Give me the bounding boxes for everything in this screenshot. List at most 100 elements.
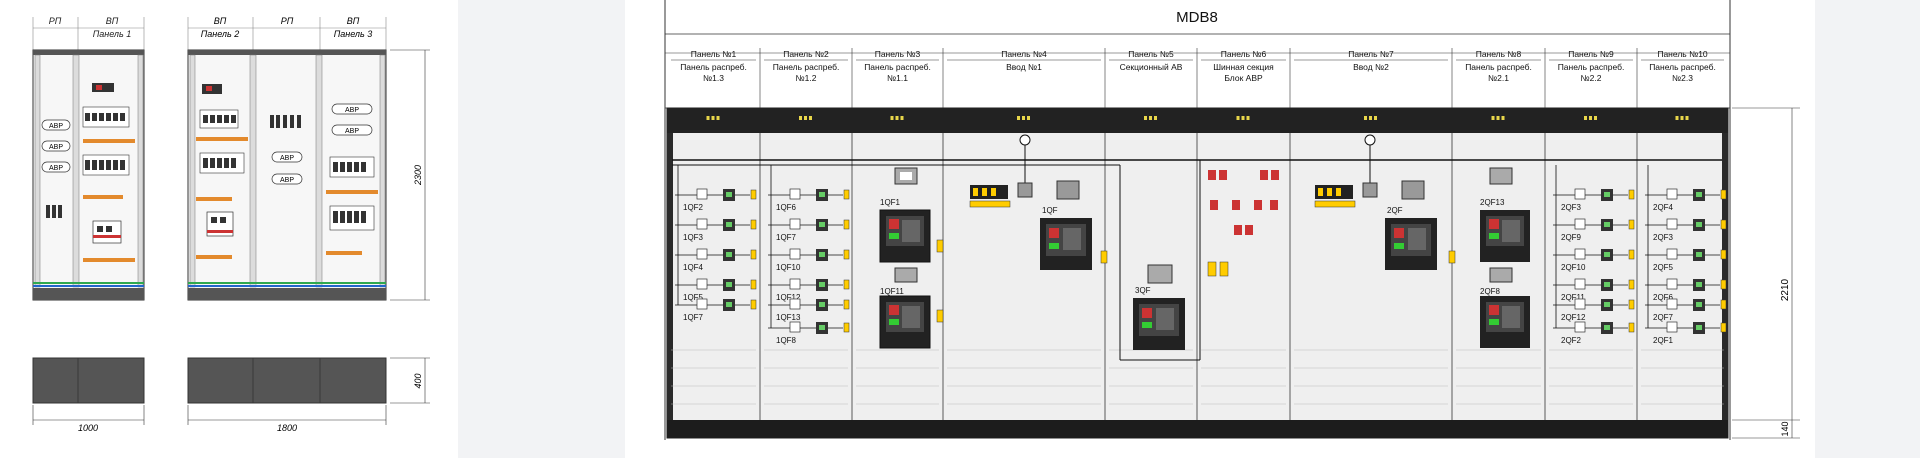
avr-block: АВР АВР	[271, 151, 303, 185]
cabinet-plinth-1	[32, 357, 145, 404]
input-breaker-2qf	[1314, 134, 1437, 270]
feeder-label: 2QF10	[1561, 263, 1586, 272]
dim-height-2300: 2300	[413, 165, 423, 186]
breaker-label-1qf: 1QF	[1042, 206, 1058, 215]
feeder-label: 1QF7	[776, 233, 797, 242]
panel-number-10: Панель №10	[1657, 49, 1708, 59]
cabinet-group-1: АВР АВР АВР	[32, 49, 145, 301]
panel-number-9: Панель №9	[1568, 49, 1614, 59]
feeder-label: 2QF3	[1653, 233, 1674, 242]
svg-text:АВР: АВР	[49, 165, 63, 172]
feeder-breaker	[768, 278, 850, 291]
breaker-1qf11	[879, 267, 931, 349]
dim-base-140: 140	[1780, 421, 1790, 436]
breaker-2qf8	[1480, 267, 1530, 348]
sectional-breaker-3qf	[1119, 160, 1201, 361]
breaker-1qf1	[879, 167, 931, 263]
feeder-breaker	[768, 188, 850, 201]
input-breaker-1qf	[969, 134, 1092, 270]
avr-block: АВР АВР АВР	[41, 119, 71, 173]
panel-indicator-9	[1584, 116, 1597, 120]
feeder-label: 2QF4	[1653, 203, 1674, 212]
feeder-label: 1QF12	[776, 293, 801, 302]
svg-text:АВР: АВР	[280, 155, 294, 162]
feeder-breaker	[1553, 278, 1635, 291]
feeder-breaker	[768, 218, 850, 231]
panel-indicator-3	[890, 116, 904, 120]
cabinet-group-2: АВР АВР АВР АВР	[187, 49, 387, 301]
panel-indicator-8	[1491, 116, 1505, 120]
label-vp-1: ВП	[106, 16, 119, 26]
panel-description-3: Панель распреб.	[864, 62, 931, 72]
panel-number-1: Панель №1	[691, 49, 737, 59]
feeder-breaker	[675, 278, 757, 291]
feeder-breaker	[768, 321, 850, 334]
feeder-breaker	[1645, 321, 1727, 334]
svg-text:АВР: АВР	[345, 128, 359, 135]
feeder-breaker	[675, 218, 757, 231]
feeder-label: 2QF6	[1653, 293, 1674, 302]
breaker-label-3qf: 3QF	[1135, 286, 1151, 295]
feeder-label: 2QF11	[1561, 293, 1585, 302]
feeder-breaker	[1553, 298, 1635, 311]
switchboard-title: MDB8	[1176, 9, 1218, 26]
svg-text:АВР: АВР	[49, 123, 63, 130]
panel-description-6: Шинная секция	[1213, 62, 1274, 72]
feeder-breaker	[675, 248, 757, 261]
panel-number-7: Панель №7	[1348, 49, 1394, 59]
feeder-label: 1QF2	[683, 203, 704, 212]
feeder-label: 2QF12	[1561, 313, 1586, 322]
panel-description-2: Панель распреб.	[773, 62, 840, 72]
label-vp-3: ВП	[347, 16, 360, 26]
panel-description-10: Панель распреб.	[1649, 62, 1716, 72]
feeder-label: 1QF10	[776, 263, 801, 272]
label-rp-1: РП	[49, 16, 62, 26]
panel-indicator-4	[1017, 116, 1030, 120]
dim-height-2210: 2210	[1780, 278, 1791, 301]
panel-indicator-5	[1144, 116, 1157, 120]
feeder-breaker	[1645, 218, 1727, 231]
feeder-label: 2QF1	[1653, 336, 1674, 345]
breaker-label-2qf8: 2QF8	[1480, 287, 1501, 296]
avr-block: АВР АВР	[331, 103, 373, 136]
breaker-label-2qf: 2QF	[1387, 206, 1403, 215]
feeder-breaker	[1553, 321, 1635, 334]
label-panel-2: Панель 2	[201, 29, 240, 39]
panel-description-10: №2.3	[1672, 73, 1693, 83]
feeder-breaker	[768, 298, 850, 311]
dim-width-1800: 1800	[277, 423, 297, 433]
sheet-gap	[458, 0, 625, 458]
feeder-breaker	[675, 188, 757, 201]
label-vp-2: ВП	[214, 16, 227, 26]
panel-number-2: Панель №2	[783, 49, 829, 59]
panel-number-5: Панель №5	[1128, 49, 1174, 59]
panel-description-7: Ввод №2	[1353, 62, 1389, 72]
panel-number-4: Панель №4	[1001, 49, 1047, 59]
panel-indicator-1	[706, 116, 720, 120]
panel-indicator-10	[1675, 116, 1689, 120]
feeder-breaker	[768, 248, 850, 261]
panel-indicator-2	[799, 116, 812, 120]
sheet-margin	[1815, 0, 1920, 458]
svg-text:АВР: АВР	[280, 177, 294, 184]
feeder-breaker	[1553, 188, 1635, 201]
panel-description-8: №2.1	[1488, 73, 1509, 83]
feeder-label: 2QF5	[1653, 263, 1674, 272]
feeder-breaker	[1553, 218, 1635, 231]
feeder-label: 1QF5	[683, 293, 704, 302]
breaker-2qf13	[1480, 167, 1530, 262]
svg-text:АВР: АВР	[49, 144, 63, 151]
panel-indicator-7	[1364, 116, 1377, 120]
feeder-label: 2QF7	[1653, 313, 1674, 322]
panel-description-1: Панель распреб.	[680, 62, 747, 72]
feeder-label: 1QF3	[683, 233, 704, 242]
panel-description-4: Ввод №1	[1006, 62, 1042, 72]
breaker-label-1qf1: 1QF1	[880, 198, 901, 207]
feeder-breaker	[1645, 298, 1727, 311]
panel-number-8: Панель №8	[1476, 49, 1522, 59]
feeder-label: 2QF3	[1561, 203, 1582, 212]
feeder-label: 2QF9	[1561, 233, 1582, 242]
feeder-label: 1QF7	[683, 313, 704, 322]
